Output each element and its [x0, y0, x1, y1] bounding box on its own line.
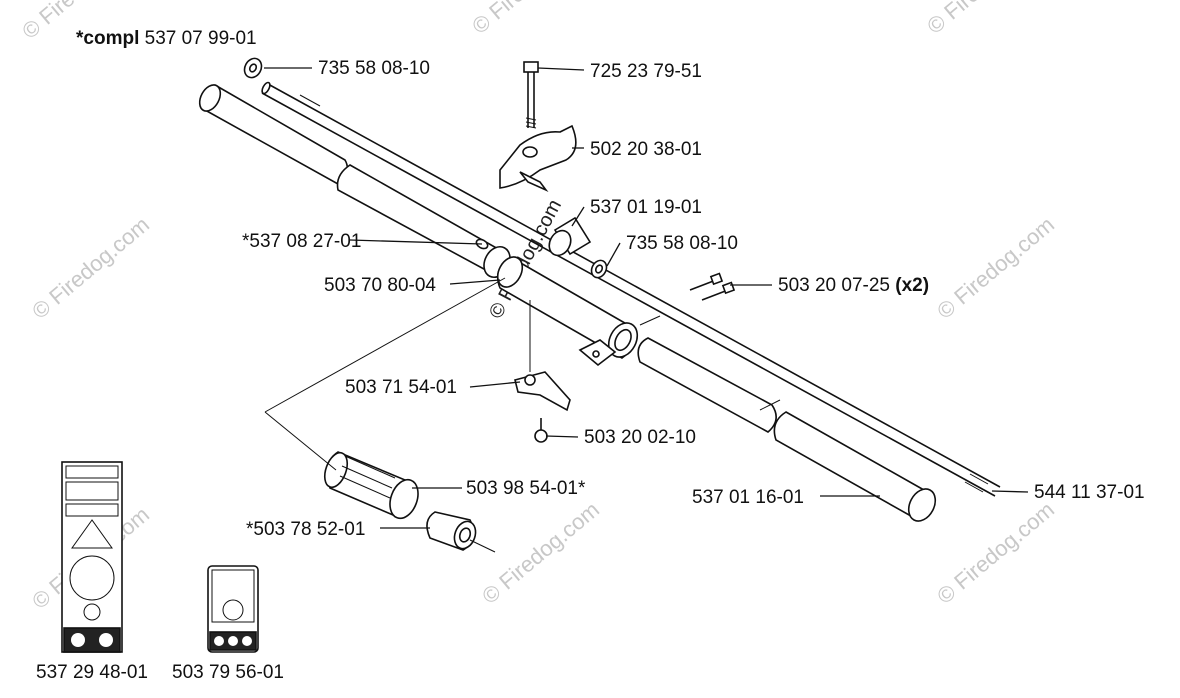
watermark: © Firedog.com: [932, 212, 1059, 324]
screw-small-drawing: [534, 418, 548, 443]
part-number-screws: 503 20 07-25: [778, 275, 890, 296]
watermark: © Firedog.com: [922, 0, 1049, 39]
assembly-label: *compl 537 07 99-01: [76, 28, 257, 49]
watermark: © Firedog.com: [467, 0, 594, 39]
part-label-coupler: 503 70 80-04: [324, 275, 436, 296]
decal-warning-drawing: [61, 461, 123, 653]
part-label-washer-mid: 735 58 08-10: [626, 233, 738, 254]
part-label-decal-line: 503 79 56-01: [172, 662, 284, 683]
wing-knob-drawing: [499, 124, 577, 192]
part-label-bracket: 503 71 54-01: [345, 377, 457, 398]
watermark: © Firedog.com: [477, 497, 604, 609]
part-label-screws: 503 20 07-25 (x2): [778, 275, 929, 296]
leader-lines: [264, 67, 1029, 529]
bearing-drawing: [323, 451, 419, 520]
assembly-prefix: *compl: [76, 28, 139, 49]
part-label-bearing-sleeve: *503 78 52-01: [246, 519, 365, 540]
drive-shaft-drawing: [261, 81, 1001, 497]
part-label-upper-tube: *537 08 27-01: [242, 231, 361, 252]
watermark: © Firedog.com: [932, 497, 1059, 609]
bolt-drawing: [523, 61, 539, 129]
part-label-lower-tube: 537 01 16-01: [692, 487, 804, 508]
explode-lines: [264, 277, 781, 471]
decal-line-drawing: [207, 565, 259, 653]
part-label-washer-top: 735 58 08-10: [318, 58, 430, 79]
bushing-drawing: [548, 216, 592, 257]
part-label-wing-knob: 502 20 38-01: [590, 139, 702, 160]
part-label-bearing: 503 98 54-01*: [466, 478, 586, 499]
part-label-bolt: 725 23 79-51: [590, 61, 702, 82]
screws-drawing: [689, 272, 736, 301]
watermark: © Firedog.com: [27, 212, 154, 324]
lower-tube-drawing: [637, 337, 937, 522]
part-label-drive-shaft: 544 11 37-01: [1034, 482, 1145, 503]
bearing-sleeve-drawing: [426, 511, 496, 553]
part-label-bushing: 537 01 19-01: [590, 197, 702, 218]
coupler-drawing: [496, 256, 639, 367]
part-qty-screws: (x2): [895, 275, 929, 296]
part-label-screw-small: 503 20 02-10: [584, 427, 696, 448]
washer-mid-drawing: [590, 259, 608, 279]
upper-tube-drawing: [198, 84, 511, 279]
bracket-drawing: [514, 300, 571, 412]
washer-top-drawing: [243, 57, 263, 79]
part-labels: *compl 537 07 99-01 735 58 08-10 725 23 …: [36, 28, 1145, 683]
assembly-number: 537 07 99-01: [145, 28, 257, 49]
part-label-decal-warning: 537 29 48-01: [36, 662, 148, 683]
